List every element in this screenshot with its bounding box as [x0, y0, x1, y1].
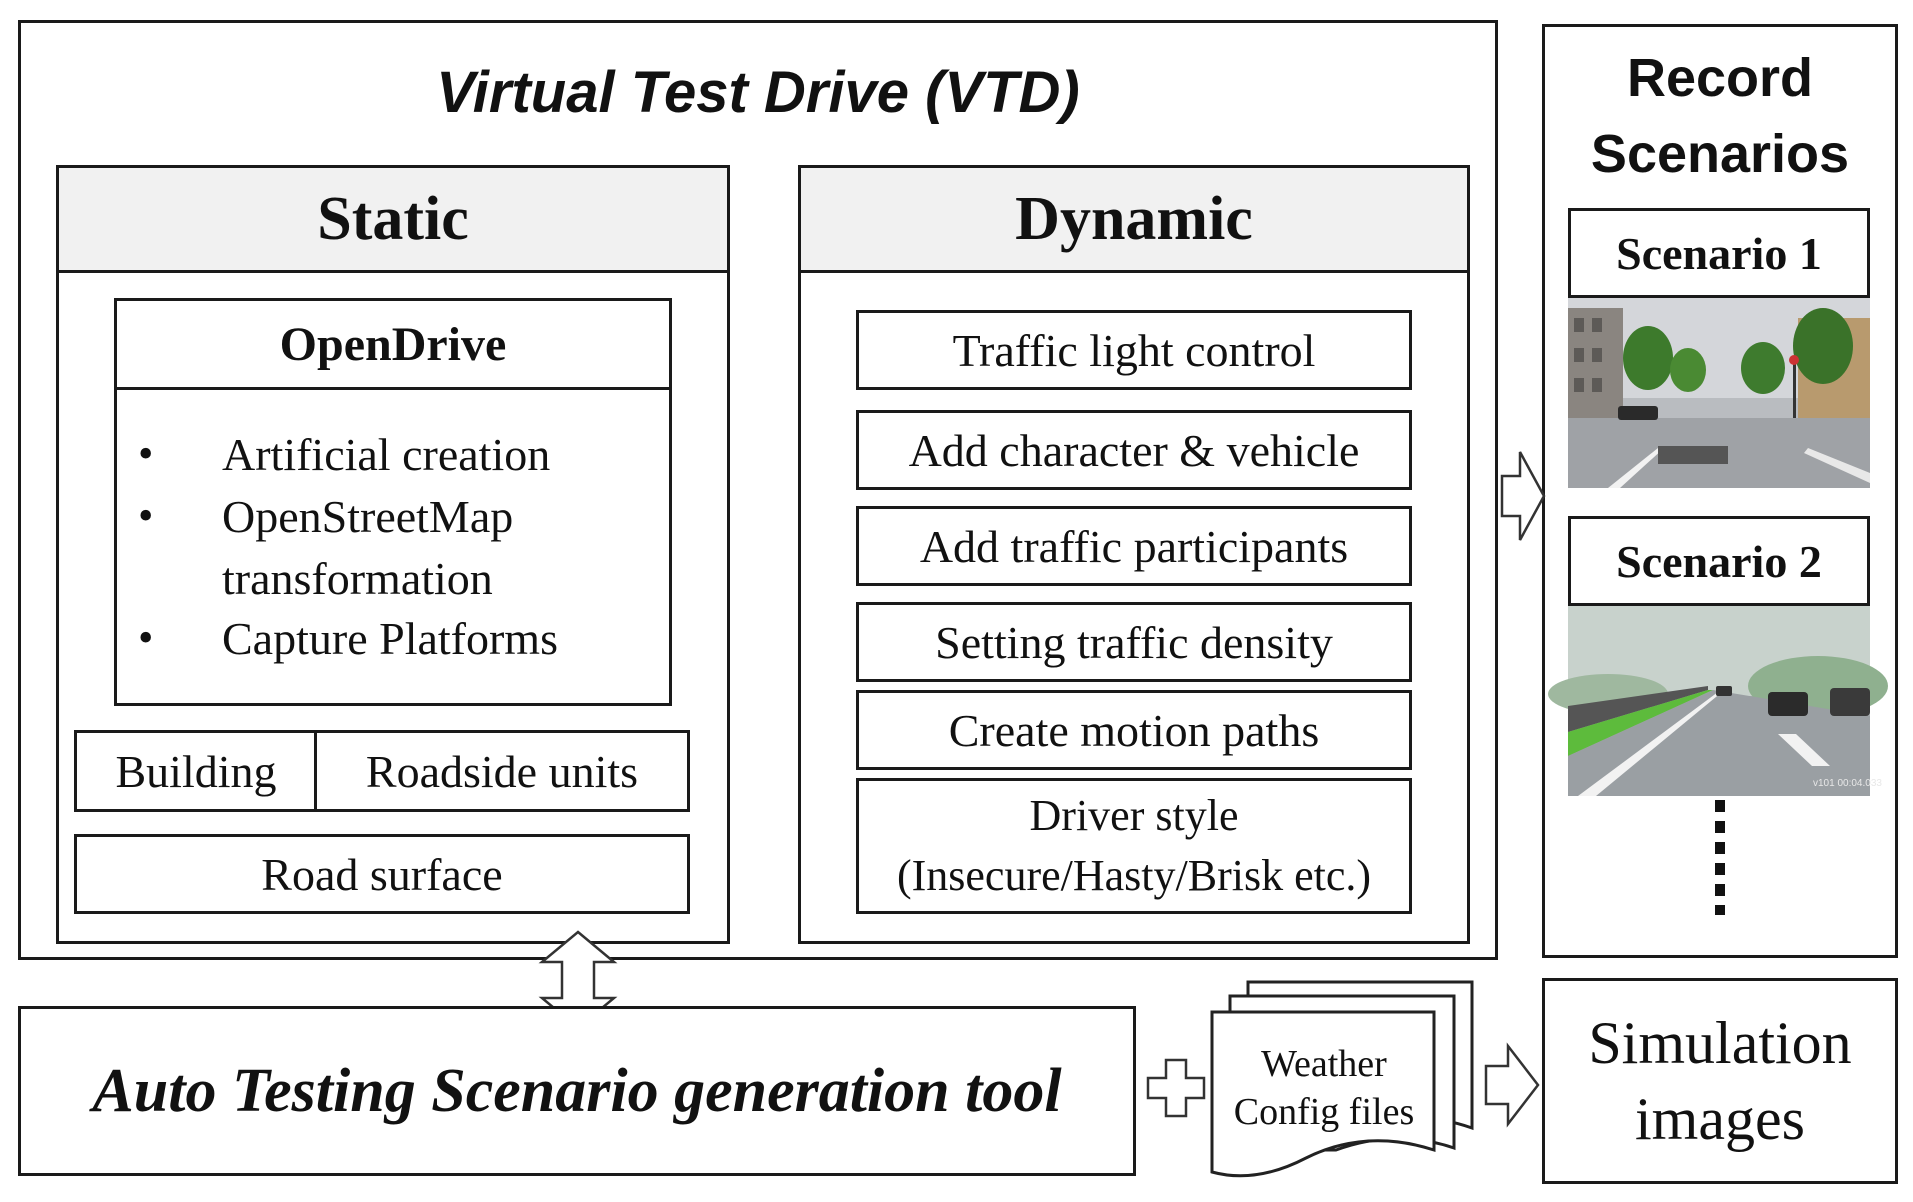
right-arrow-icon	[1484, 1042, 1540, 1128]
opendrive-item-transformation: transformation	[222, 553, 493, 604]
driver-style-box: Driver style (Insecure/Hasty/Brisk etc.)	[856, 778, 1412, 914]
create-motion-paths-box: Create motion paths	[856, 690, 1412, 770]
opendrive-item-openstreetmap: OpenStreetMap	[222, 491, 514, 542]
setting-traffic-density-box: Setting traffic density	[856, 602, 1412, 682]
driver-style-label: Driver style	[1029, 791, 1239, 840]
scenario-1-label: Scenario 1	[1568, 208, 1870, 298]
record-scenarios-title: Record Scenarios	[1590, 48, 1850, 184]
opendrive-item-capture-platforms: Capture Platforms	[222, 613, 558, 664]
vtd-title: Virtual Test Drive (VTD)	[436, 59, 1080, 125]
auto-testing-tool-title: Auto Testing Scenario generation tool	[92, 1056, 1062, 1125]
scenario-2-overlay-text: v101 00:04.033	[1813, 778, 1882, 789]
traffic-light-control-box: Traffic light control	[856, 310, 1412, 390]
static-heading: Static	[56, 165, 730, 273]
opendrive-item-artificial-creation: Artificial creation	[222, 429, 551, 480]
weather-config-label: Weather Config files	[1233, 1043, 1415, 1133]
plus-icon	[1146, 1058, 1206, 1118]
bullet-2: •	[138, 491, 154, 540]
opendrive-title: OpenDrive	[114, 298, 672, 390]
driver-style-detail: (Insecure/Hasty/Brisk etc.)	[896, 851, 1372, 900]
scenario-1-thumbnail	[1568, 298, 1870, 488]
scenario-2-thumbnail: v101 00:04.033	[1548, 606, 1888, 796]
road-surface-box: Road surface	[74, 834, 690, 914]
add-character-vehicle-box: Add character & vehicle	[856, 410, 1412, 490]
config-files-stack	[1210, 980, 1474, 1178]
scenario-2-label: Scenario 2	[1568, 516, 1870, 606]
right-arrow-icon	[1500, 451, 1546, 541]
roadside-units-box: Roadside units	[314, 730, 690, 812]
auto-testing-tool-box: Auto Testing Scenario generation tool	[18, 1006, 1136, 1176]
building-box: Building	[74, 730, 318, 812]
simulation-images-box: Simulation images	[1542, 978, 1898, 1184]
add-traffic-participants-box: Add traffic participants	[856, 506, 1412, 586]
bullet-1: •	[138, 429, 154, 478]
bullet-3: •	[138, 613, 154, 662]
more-scenarios-dots	[1715, 800, 1725, 915]
dynamic-heading: Dynamic	[798, 165, 1470, 273]
